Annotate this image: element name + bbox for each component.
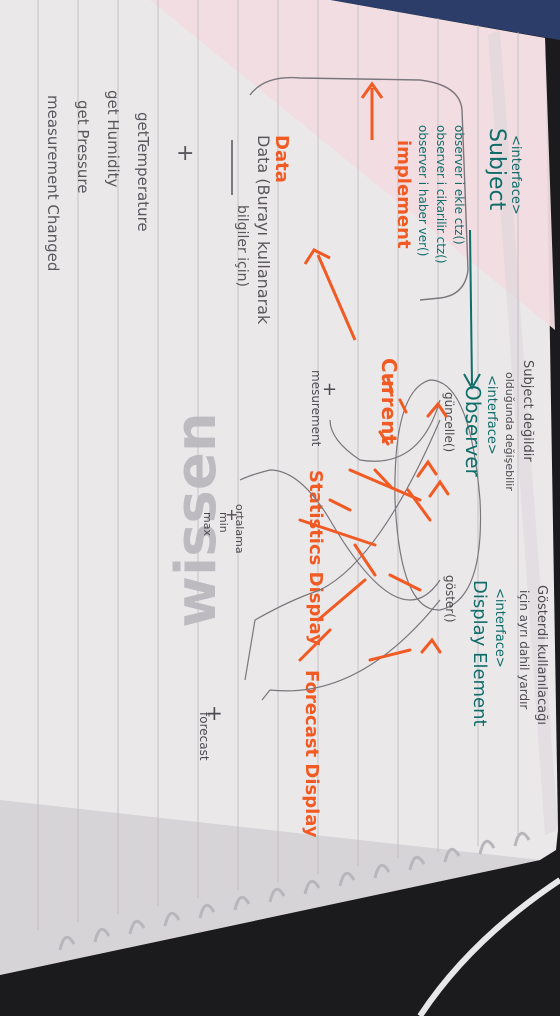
- ruled-lines: [37, 0, 519, 930]
- subject-title: Subject: [484, 128, 509, 211]
- statistics-field-3: max: [201, 512, 214, 536]
- desk-top-corner: [330, 0, 560, 40]
- white-cable: [417, 877, 560, 1016]
- observer-interface-label: <interface>: [484, 375, 499, 455]
- orange-implement-arrows: [298, 376, 450, 662]
- subject-to-observer-arrow: [469, 229, 473, 386]
- current-plus: +: [322, 379, 337, 400]
- observer-method: güncelle(): [442, 392, 456, 452]
- subject-interface-label: <interface>: [508, 135, 523, 215]
- display-title: Display Element: [469, 580, 490, 727]
- watermark-text: wissen: [164, 412, 229, 627]
- statistics-field-2: min: [217, 512, 230, 533]
- display-note-2: için ayrı dahil yardır: [517, 590, 531, 709]
- statistics-title: Statistics Display: [305, 470, 326, 646]
- observer-to-display-oval: [394, 379, 482, 611]
- spiral-binding: [58, 831, 531, 951]
- subject-block: <interface> Subject observer i ekle ctz(…: [416, 125, 523, 264]
- display-note-1: Gösterdi kullanılacağı: [534, 585, 549, 725]
- subject-box-outline: [249, 76, 469, 301]
- subject-to-observer-arrowhead: [463, 373, 481, 391]
- implement-label: implement: [393, 140, 414, 249]
- forecast-plus: +: [206, 701, 223, 725]
- observer-note-1: Subject değildir: [520, 360, 535, 462]
- current-to-data-arrowhead: [303, 248, 331, 265]
- data-block: Data (Burayı kullanarak Data bilgiler iç…: [44, 90, 292, 325]
- subject-method-3: observer i haber ver(): [416, 125, 430, 256]
- data-tail: bilgiler için): [234, 205, 250, 287]
- notebook-page: [0, 0, 558, 975]
- forecast-title: Forecast Display: [301, 670, 322, 838]
- data-title-orange: Data: [271, 135, 292, 183]
- current-to-data-arrow: [316, 254, 357, 341]
- forecast-field: forecast: [197, 712, 211, 761]
- getter-4: measurement Changed: [44, 95, 62, 271]
- implement-arrowhead: [360, 81, 384, 99]
- getter-2: get Humidity: [104, 90, 122, 188]
- getter-1: getTemperature: [134, 112, 152, 232]
- data-heading: Data (Burayı kullanarak: [254, 135, 273, 325]
- current-title: Current: [377, 358, 401, 444]
- statistics-field-1: ortalama: [233, 504, 246, 554]
- data-plus: +: [176, 141, 194, 166]
- getter-3: get Pressure: [74, 100, 92, 193]
- observer-title: Observer: [461, 385, 485, 478]
- current-field: mesurement: [309, 370, 323, 447]
- display-method: göster(): [443, 575, 457, 623]
- display-interface-label: <interface>: [492, 588, 507, 668]
- pencil-connections: [239, 399, 441, 701]
- observer-note-2: olduğunda değişebilir: [503, 372, 516, 491]
- statistics-plus: +: [225, 505, 238, 524]
- subject-method-1: observer i ekle ctz(): [452, 125, 466, 245]
- subject-method-2: observer i cikarilir ctz(): [434, 125, 448, 264]
